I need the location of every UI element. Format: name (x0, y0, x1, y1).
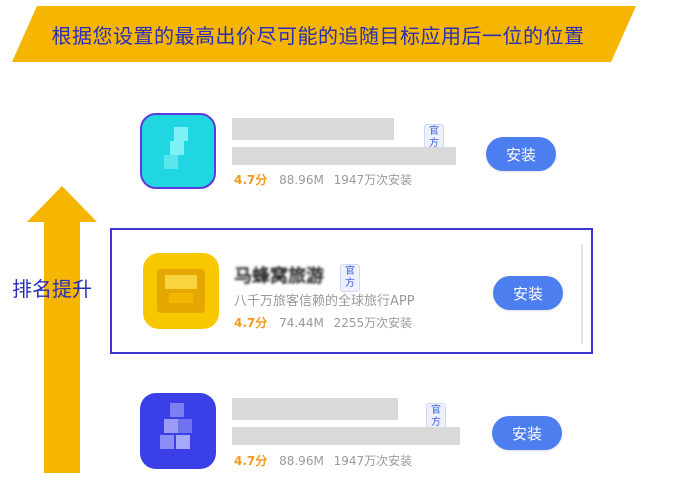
official-badge: 官方 (426, 403, 446, 431)
app-name: 马蜂窝旅游 (234, 266, 324, 287)
install-button[interactable]: 安装 (486, 137, 556, 171)
blurred-cyan-app-icon[interactable] (140, 113, 216, 189)
rank-up-label: 排名提升 (12, 277, 92, 301)
app-stats: 4.7分 88.96M 1947万次安装 (234, 452, 412, 469)
app-name-redacted (232, 118, 394, 140)
official-badge: 官方 (340, 264, 360, 292)
rank-up-arrow-icon (27, 186, 97, 222)
app-stats: 4.7分 88.96M 1947万次安装 (234, 171, 412, 188)
app-name-redacted (232, 398, 398, 420)
banner-text: 根据您设置的最高出价尽可能的追随目标应用后一位的位置 (51, 23, 585, 48)
app-rating: 4.7分 (234, 454, 268, 468)
install-button[interactable]: 安装 (492, 416, 562, 450)
app-size: 88.96M (279, 454, 324, 468)
app-desc-redacted (232, 427, 460, 445)
install-button[interactable]: 安装 (493, 276, 563, 310)
row-divider (581, 244, 583, 344)
blurred-yellow-app-icon[interactable] (143, 253, 219, 329)
app-size: 88.96M (279, 173, 324, 187)
app-desc-redacted (232, 147, 456, 165)
top-banner (12, 6, 636, 62)
app-description: 八千万旅客信赖的全球旅行APP (234, 294, 415, 309)
highlighted-app-frame (110, 228, 593, 354)
app-rating: 4.7分 (234, 316, 268, 330)
blurred-blue-app-icon[interactable] (140, 393, 216, 469)
app-downloads: 1947万次安装 (333, 173, 413, 187)
app-rating: 4.7分 (234, 173, 268, 187)
app-downloads: 1947万次安装 (333, 454, 413, 468)
app-downloads: 2255万次安装 (333, 316, 413, 330)
app-stats: 4.7分 74.44M 2255万次安装 (234, 314, 412, 331)
rank-up-arrow-shaft (44, 221, 80, 473)
app-size: 74.44M (279, 316, 324, 330)
